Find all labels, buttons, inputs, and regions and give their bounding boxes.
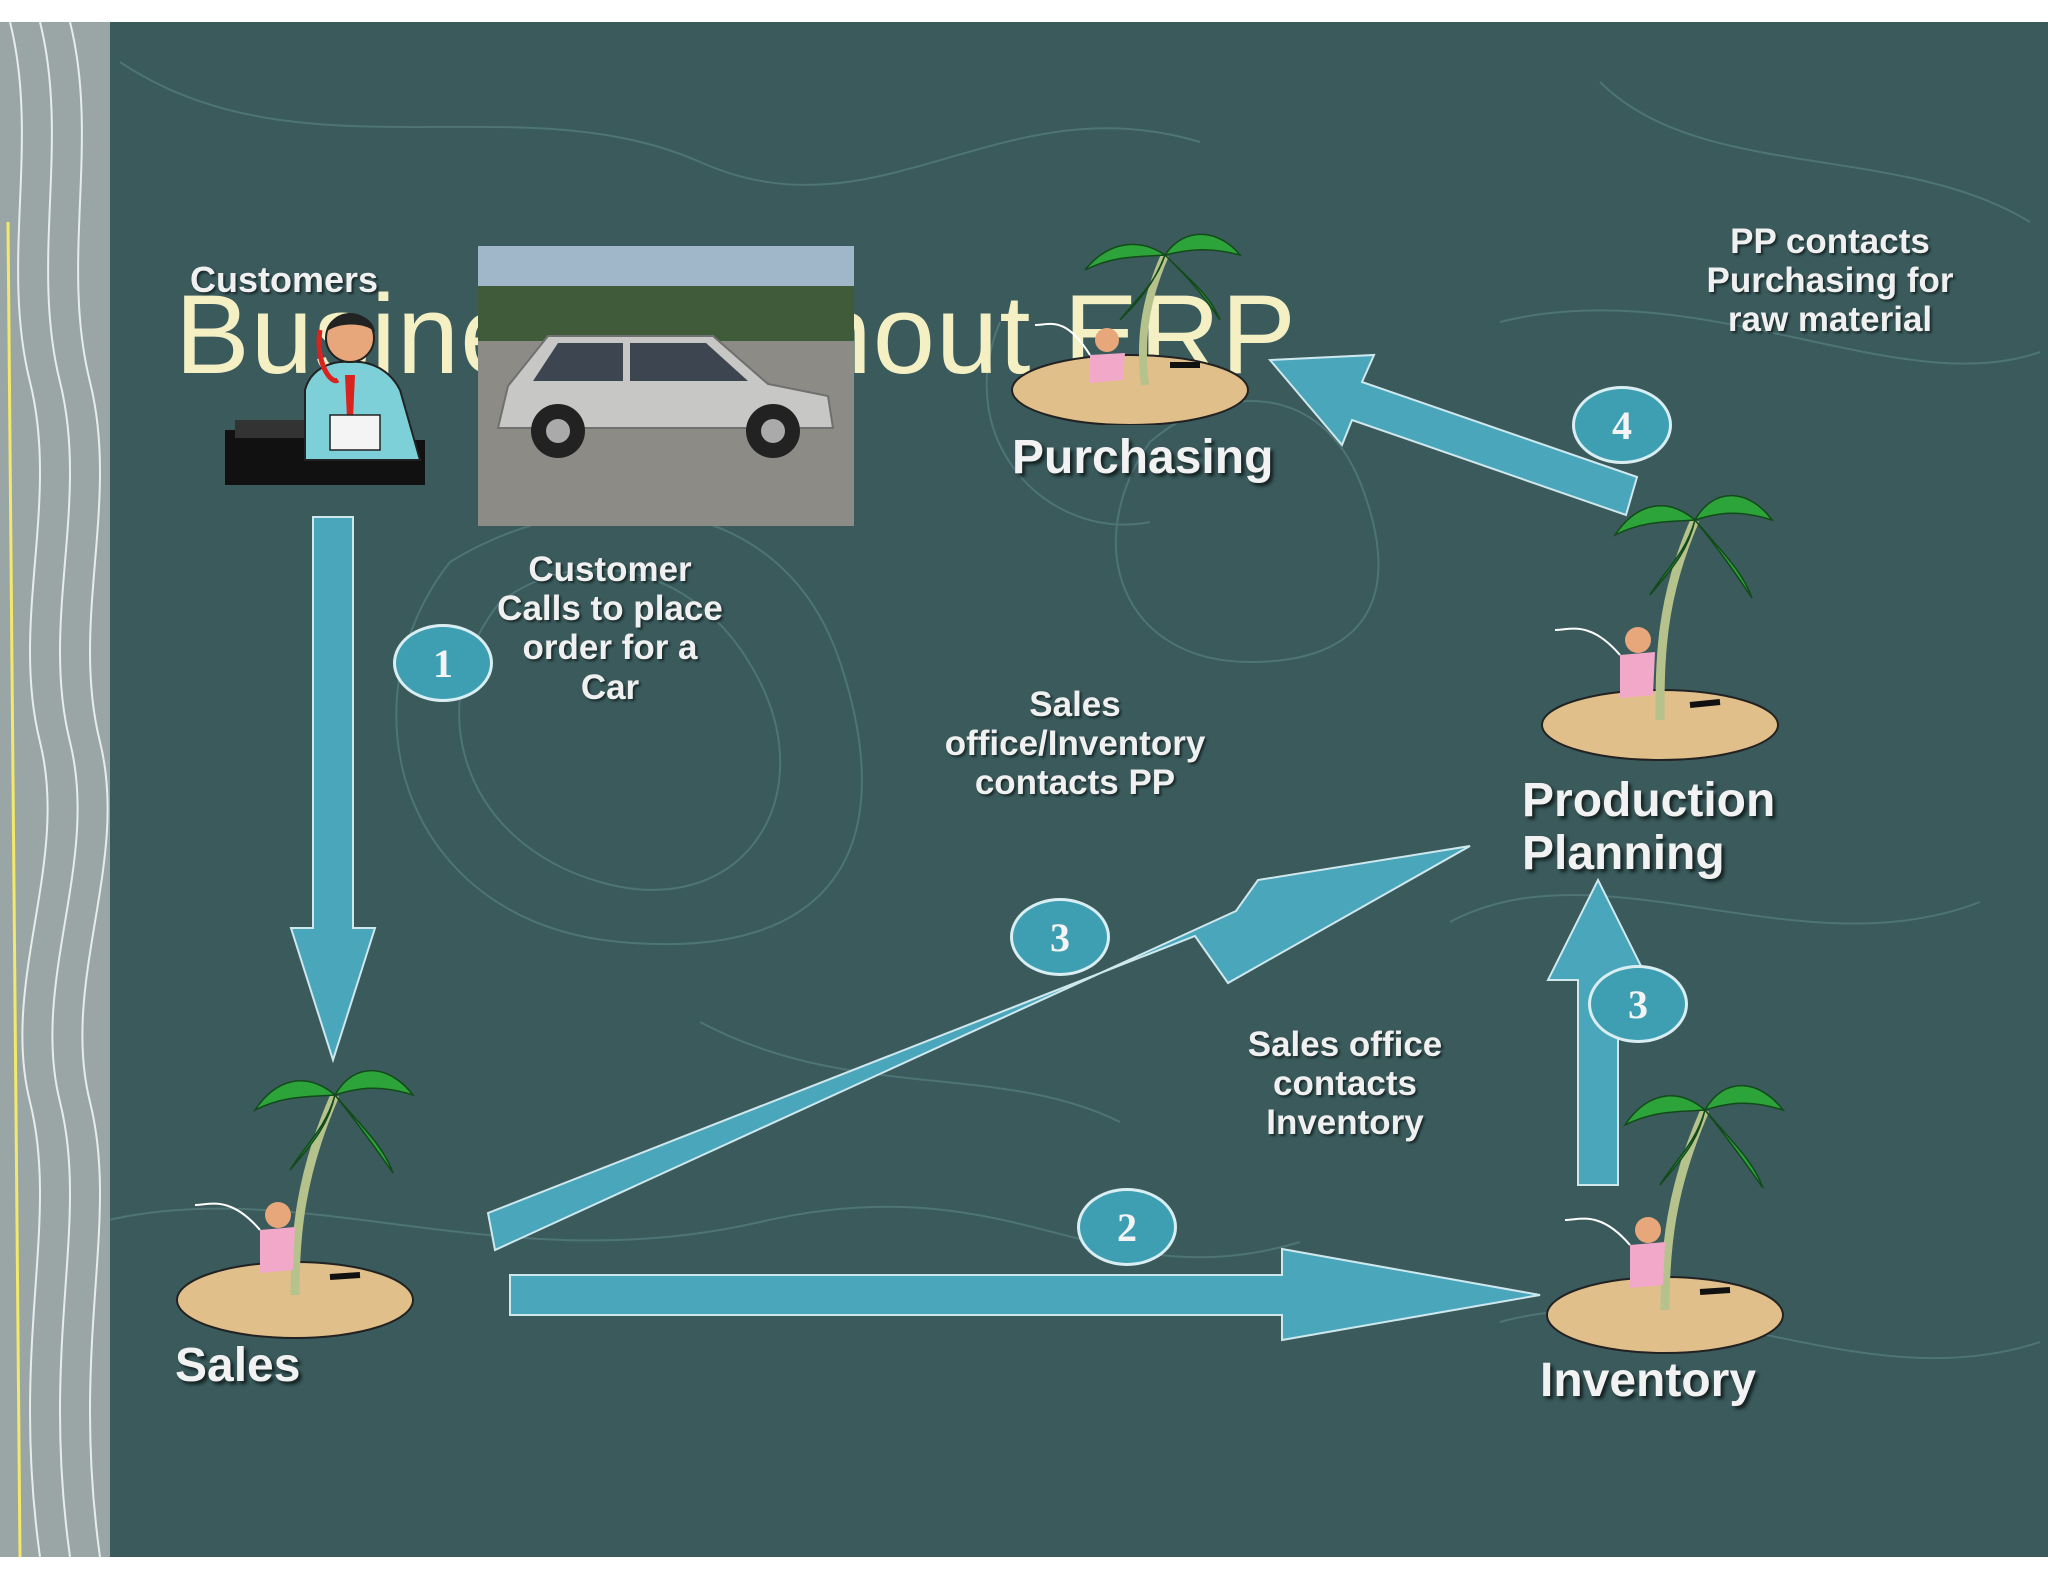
pp-purchasing-note: PP contacts Purchasing for raw material (1706, 222, 1954, 340)
customers-label: Customers (190, 259, 379, 300)
step-3-badge-sales-pp: 3 (1010, 898, 1110, 976)
step-2-badge: 2 (1077, 1188, 1177, 1266)
step-3-badge-inventory-pp: 3 (1588, 965, 1688, 1043)
sales-inventory-note: Sales office contacts Inventory (1247, 1025, 1443, 1143)
sales-label: Sales (175, 1339, 301, 1392)
step-1-badge: 1 (393, 624, 493, 702)
production-planning-label: Production Planning (1522, 774, 1776, 880)
island-purchasing-icon (995, 225, 1265, 426)
arrow-customer-to-sales (289, 516, 377, 1064)
customer-person-icon (220, 300, 435, 490)
island-production-planning-icon (1510, 480, 1790, 770)
car-photo (478, 246, 854, 526)
purchasing-label: Purchasing (1012, 431, 1274, 484)
customer-call-note: Customer Calls to place order for a Car (497, 550, 723, 707)
left-map-strip (0, 22, 110, 1557)
step-4-badge: 4 (1572, 386, 1672, 464)
sales-inventory-pp-note: Sales office/Inventory contacts PP (944, 685, 1206, 803)
inventory-label: Inventory (1540, 1354, 1757, 1407)
arrow-pp-to-purchasing (1267, 353, 1639, 517)
arrow-inventory-to-pp (1546, 877, 1650, 1186)
arrow-sales-to-pp (486, 845, 1471, 1252)
arrow-sales-to-inventory (509, 1247, 1541, 1342)
island-inventory-icon (1515, 1060, 1795, 1360)
island-sales-icon (155, 1045, 435, 1345)
